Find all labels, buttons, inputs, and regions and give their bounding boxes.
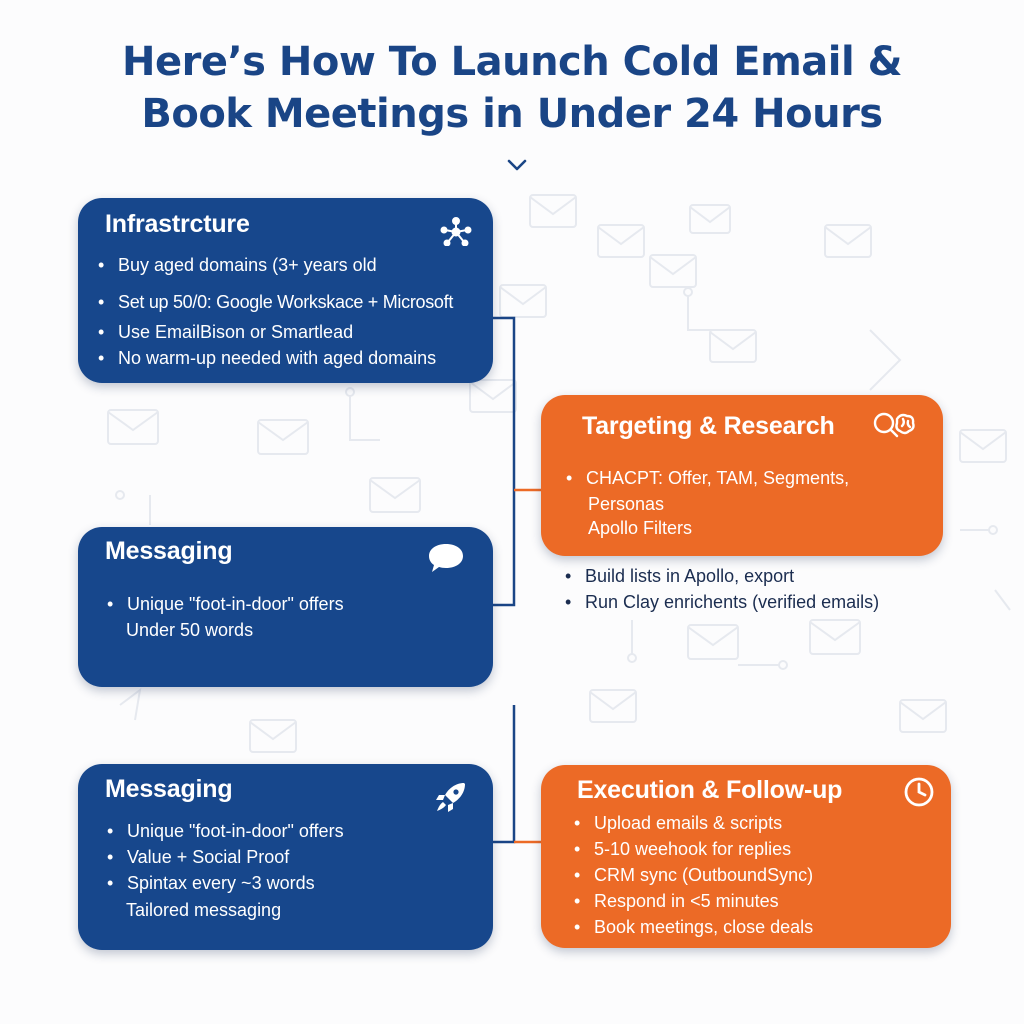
envelope-icon	[649, 254, 697, 288]
rocket-icon	[436, 783, 465, 812]
envelope-icon	[107, 409, 159, 445]
envelope-icon	[899, 699, 947, 733]
targeting-continuation-1: Personas	[588, 494, 665, 514]
list-item: Use EmailBison or Smartlead	[98, 319, 453, 345]
targeting-list: CHACPT: Offer, TAM, Segments,	[566, 465, 849, 491]
messaging-heading-2: Messaging	[105, 775, 233, 803]
list-item: Book meetings, close deals	[574, 914, 813, 940]
infrastructure-heading: Infrastrcture	[105, 210, 250, 238]
speech-bubble-icon	[429, 544, 463, 572]
envelope-icon	[369, 477, 421, 513]
list-item: CRM sync (OutboundSync)	[574, 862, 813, 888]
list-item: CHACPT: Offer, TAM, Segments,	[566, 465, 849, 491]
search-brain-icon	[873, 412, 915, 438]
envelope-icon	[709, 329, 757, 363]
list-item: Unique "foot-in-door" offers	[107, 591, 344, 617]
envelope-icon	[959, 429, 1007, 463]
execution-list: Upload emails & scripts 5-10 weehook for…	[574, 810, 813, 940]
list-item: Respond in <5 minutes	[574, 888, 813, 914]
list-item: Buy aged domains (3+ years old	[98, 252, 453, 278]
title-line-1: Here’s How To Launch Cold Email &	[122, 39, 902, 85]
infrastructure-card: Infrastrcture Buy aged domains (3+ years…	[78, 198, 493, 383]
envelope-icon	[689, 204, 731, 234]
execution-followup-card: Execution & Follow-up Upload emails & sc…	[541, 765, 951, 948]
envelope-icon	[249, 719, 297, 753]
title-line-2: Book Meetings in Under 24 Hours	[141, 91, 883, 137]
messaging-list-1: Unique "foot-in-door" offers	[107, 591, 344, 617]
page-title: Here’s How To Launch Cold Email & Book M…	[0, 36, 1024, 140]
list-item: Build lists in Apollo, export	[565, 563, 879, 589]
envelope-icon	[257, 419, 309, 455]
envelope-icon	[589, 689, 637, 723]
envelope-icon	[824, 224, 872, 258]
list-item: Spintax every ~3 words	[107, 870, 344, 896]
flow-connector	[492, 316, 542, 844]
execution-heading: Execution & Follow-up	[577, 776, 843, 804]
envelope-icon	[469, 379, 517, 413]
envelope-icon	[687, 624, 739, 660]
messaging-card-1: Messaging Unique "foot-in-door" offers U…	[78, 527, 493, 687]
envelope-icon	[809, 619, 861, 655]
envelope-icon	[597, 224, 645, 258]
list-item: Unique "foot-in-door" offers	[107, 818, 344, 844]
list-item: Set up 50/0: Google Workskace + Microsof…	[98, 289, 453, 315]
targeting-heading: Targeting & Research	[582, 412, 835, 440]
messaging-list-2: Unique "foot-in-door" offers Value + Soc…	[107, 818, 344, 896]
network-nodes-icon	[440, 217, 472, 246]
list-item: Value + Social Proof	[107, 844, 344, 870]
clock-icon	[904, 777, 934, 807]
list-item: Upload emails & scripts	[574, 810, 813, 836]
chevron-down-icon	[507, 159, 527, 171]
messaging-card-2: Messaging Unique "foot-in-door" offers V…	[78, 764, 493, 950]
targeting-extra-list: Build lists in Apollo, export Run Clay e…	[565, 563, 879, 615]
messaging-continuation-1: Under 50 words	[126, 620, 254, 640]
envelope-icon	[529, 194, 577, 228]
messaging-heading-1: Messaging	[105, 537, 233, 565]
targeting-continuation-2: Apollo Filters	[588, 518, 693, 538]
messaging-continuation-2: Tailored messaging	[126, 900, 282, 920]
targeting-research-card: Targeting & Research CHACPT: Offer, TAM,…	[541, 395, 943, 556]
list-item: No warm-up needed with aged domains	[98, 345, 453, 371]
list-item: 5-10 weehook for replies	[574, 836, 813, 862]
infrastructure-list: Buy aged domains (3+ years old Set up 50…	[98, 252, 453, 371]
envelope-icon	[499, 284, 547, 318]
list-item: Run Clay enrichents (verified emails)	[565, 589, 879, 615]
